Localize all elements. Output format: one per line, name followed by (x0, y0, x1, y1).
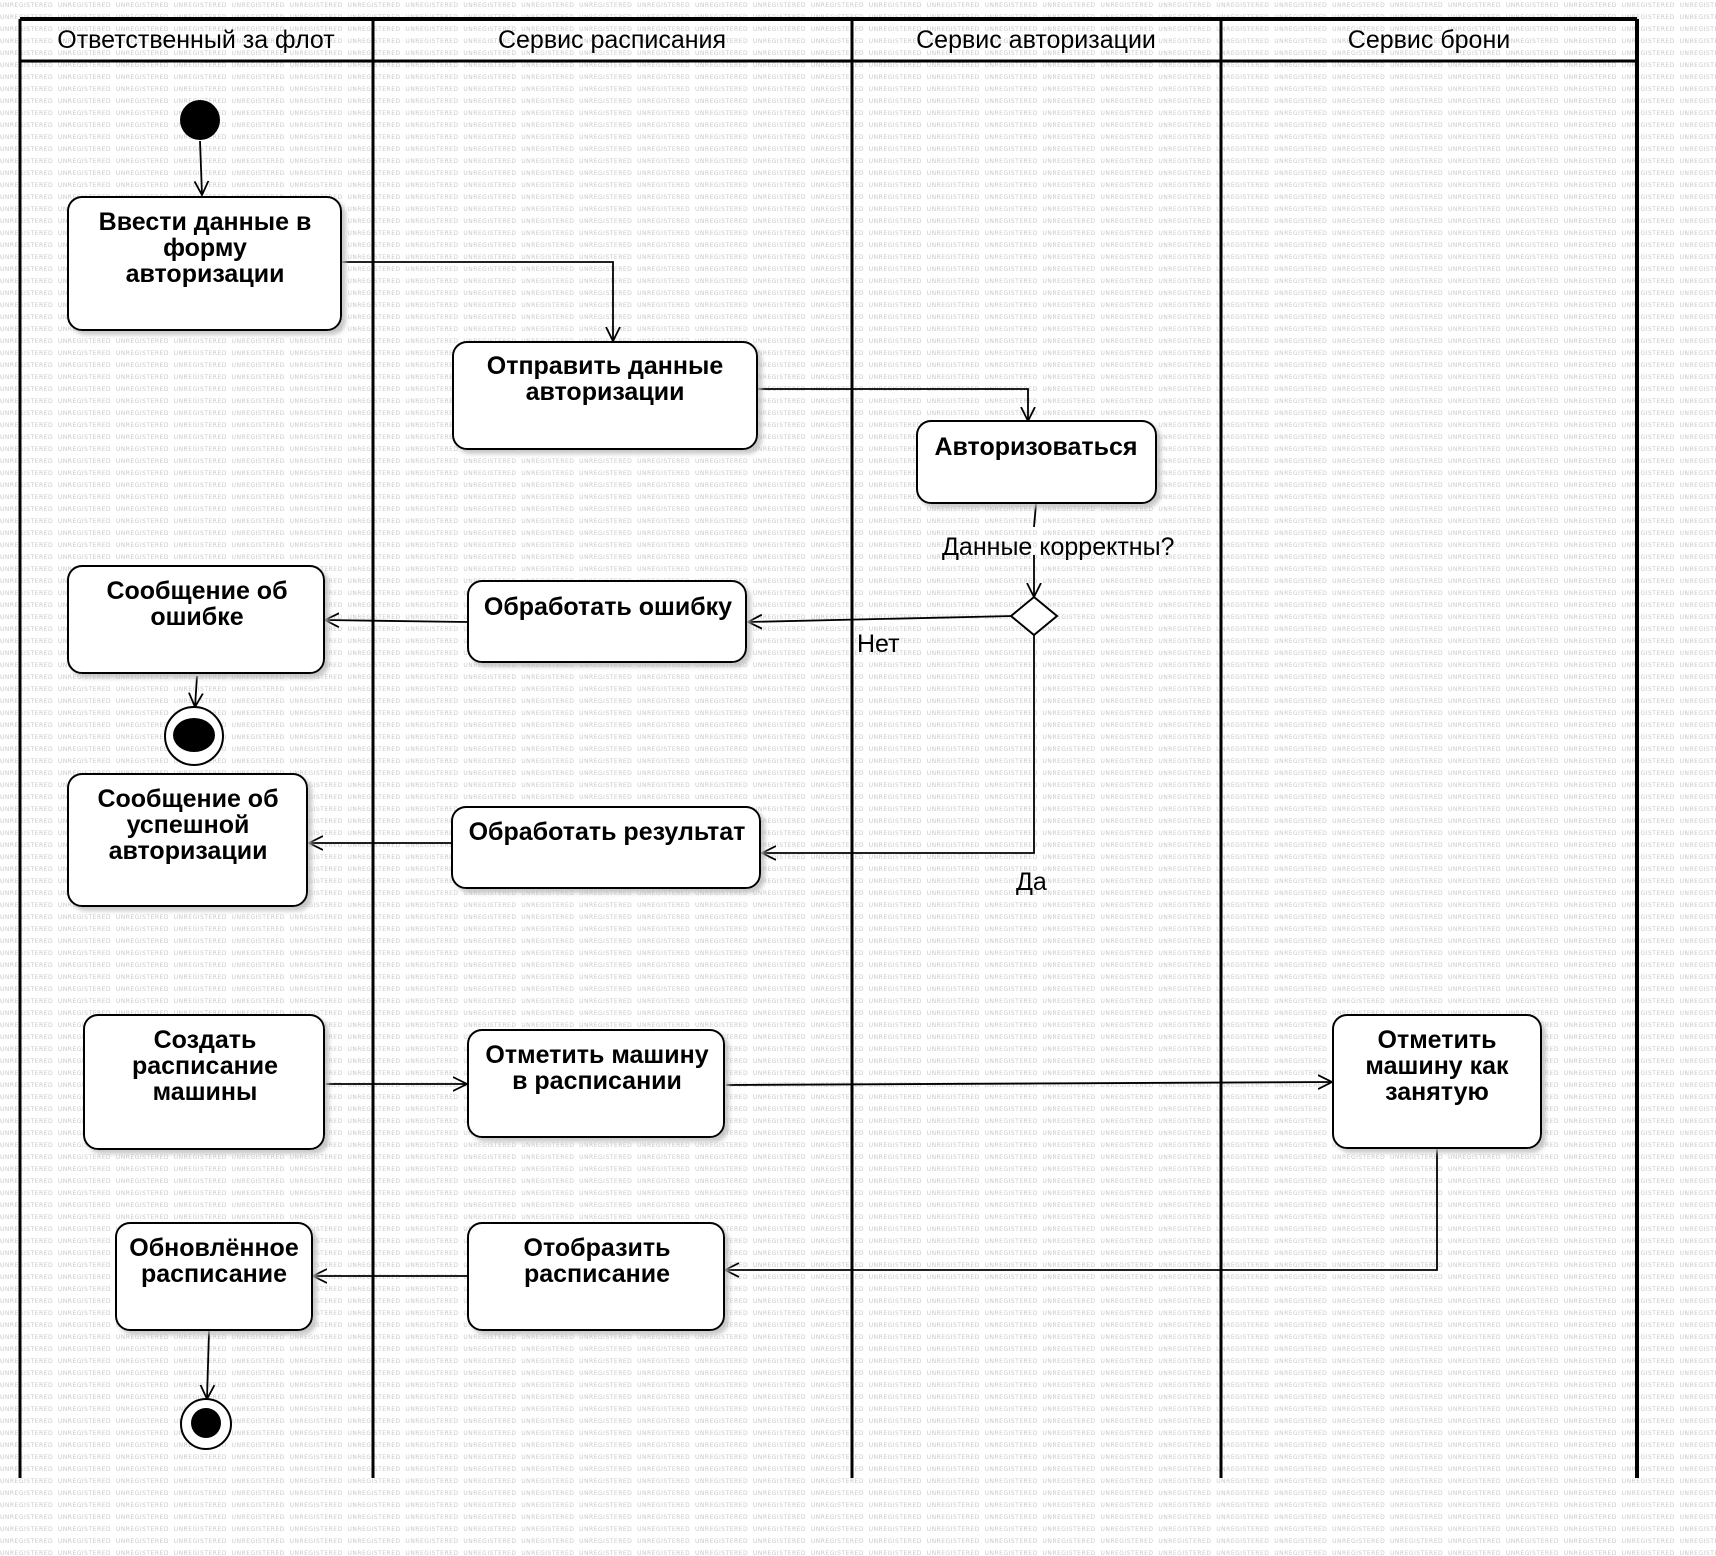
action-authorize-line1: Авторизоваться (934, 433, 1137, 461)
guard-no-label: Нет (857, 630, 900, 658)
flow-start-to-enter-data (200, 140, 202, 195)
action-create-schedule-line1: Создать (154, 1026, 257, 1054)
action-mark-busy: Отметить машину как занятую (1332, 1014, 1542, 1149)
flow-updated-to-end (207, 1330, 209, 1399)
guard-yes-label: Да (1016, 868, 1047, 896)
lane-title-schedule-service: Сервис расписания (498, 26, 726, 54)
flow-error-to-end (195, 675, 197, 707)
action-handle-error-line1: Обработать ошибку (484, 593, 732, 621)
flow-decision-no (748, 616, 1014, 622)
action-create-schedule-line2: расписание (132, 1052, 278, 1080)
action-show-schedule: Отобразить расписание (467, 1222, 725, 1331)
flow-mark-to-busy (725, 1082, 1332, 1085)
initial-node (180, 100, 220, 140)
action-success-message-line1: Сообщение об (97, 785, 278, 813)
action-enter-data: Ввести данные в форму авторизации (67, 196, 342, 331)
action-success-message-line3: авторизации (109, 837, 268, 865)
decision-node (1009, 595, 1059, 637)
lane-title-auth-service: Сервис авторизации (916, 26, 1156, 54)
flow-enter-to-send (341, 261, 613, 341)
action-updated-schedule: Обновлённое расписание (115, 1222, 313, 1331)
action-authorize: Авторизоваться (916, 420, 1157, 504)
action-mark-busy-line1: Отметить (1378, 1026, 1497, 1054)
action-handle-result: Обработать результат (451, 806, 761, 889)
action-mark-in-schedule-line1: Отметить машину (485, 1041, 708, 1069)
action-mark-in-schedule-line2: в расписании (512, 1067, 682, 1095)
action-show-schedule-line2: расписание (524, 1260, 670, 1288)
lane-title-fleet-manager: Ответственный за флот (57, 26, 335, 54)
action-enter-data-line3: авторизации (126, 260, 285, 288)
action-updated-schedule-line2: расписание (141, 1260, 287, 1288)
action-send-data-line2: авторизации (526, 378, 685, 406)
action-handle-error: Обработать ошибку (467, 580, 747, 663)
flow-send-to-authorize (757, 388, 1028, 421)
action-success-message-line2: успешной (127, 811, 250, 839)
action-create-schedule-line3: машины (153, 1078, 258, 1106)
action-handle-result-line1: Обработать результат (469, 818, 746, 846)
action-error-message-line1: Сообщение об (106, 577, 287, 605)
flow-decision-yes (762, 634, 1035, 853)
flow-authorize-to-question (1033, 503, 1037, 528)
action-enter-data-line2: форму (163, 234, 247, 262)
final-node-error (164, 706, 224, 766)
action-send-data: Отправить данные авторизации (452, 341, 758, 450)
flow-busy-to-show (725, 1149, 1438, 1270)
action-mark-busy-line3: занятую (1385, 1078, 1489, 1106)
action-error-message: Сообщение об ошибке (67, 565, 325, 674)
action-send-data-line1: Отправить данные (487, 352, 724, 380)
control-flows (195, 140, 1438, 1399)
action-show-schedule-line1: Отобразить (524, 1234, 671, 1262)
flow-handle-error-to-message (325, 620, 468, 622)
action-create-schedule: Создать расписание машины (83, 1014, 325, 1150)
action-mark-in-schedule: Отметить машину в расписании (467, 1029, 725, 1138)
final-node-schedule (180, 1398, 232, 1450)
action-updated-schedule-line1: Обновлённое (129, 1234, 299, 1262)
lane-title-booking-service: Сервис брони (1348, 26, 1510, 54)
swimlanes (18, 17, 1639, 1478)
action-error-message-line2: ошибке (150, 603, 243, 631)
decision-question-label: Данные корректны? (942, 533, 1174, 561)
action-mark-busy-line2: машину как (1365, 1052, 1509, 1080)
action-enter-data-line1: Ввести данные в (99, 208, 312, 236)
action-success-message: Сообщение об успешной авторизации (67, 773, 308, 907)
